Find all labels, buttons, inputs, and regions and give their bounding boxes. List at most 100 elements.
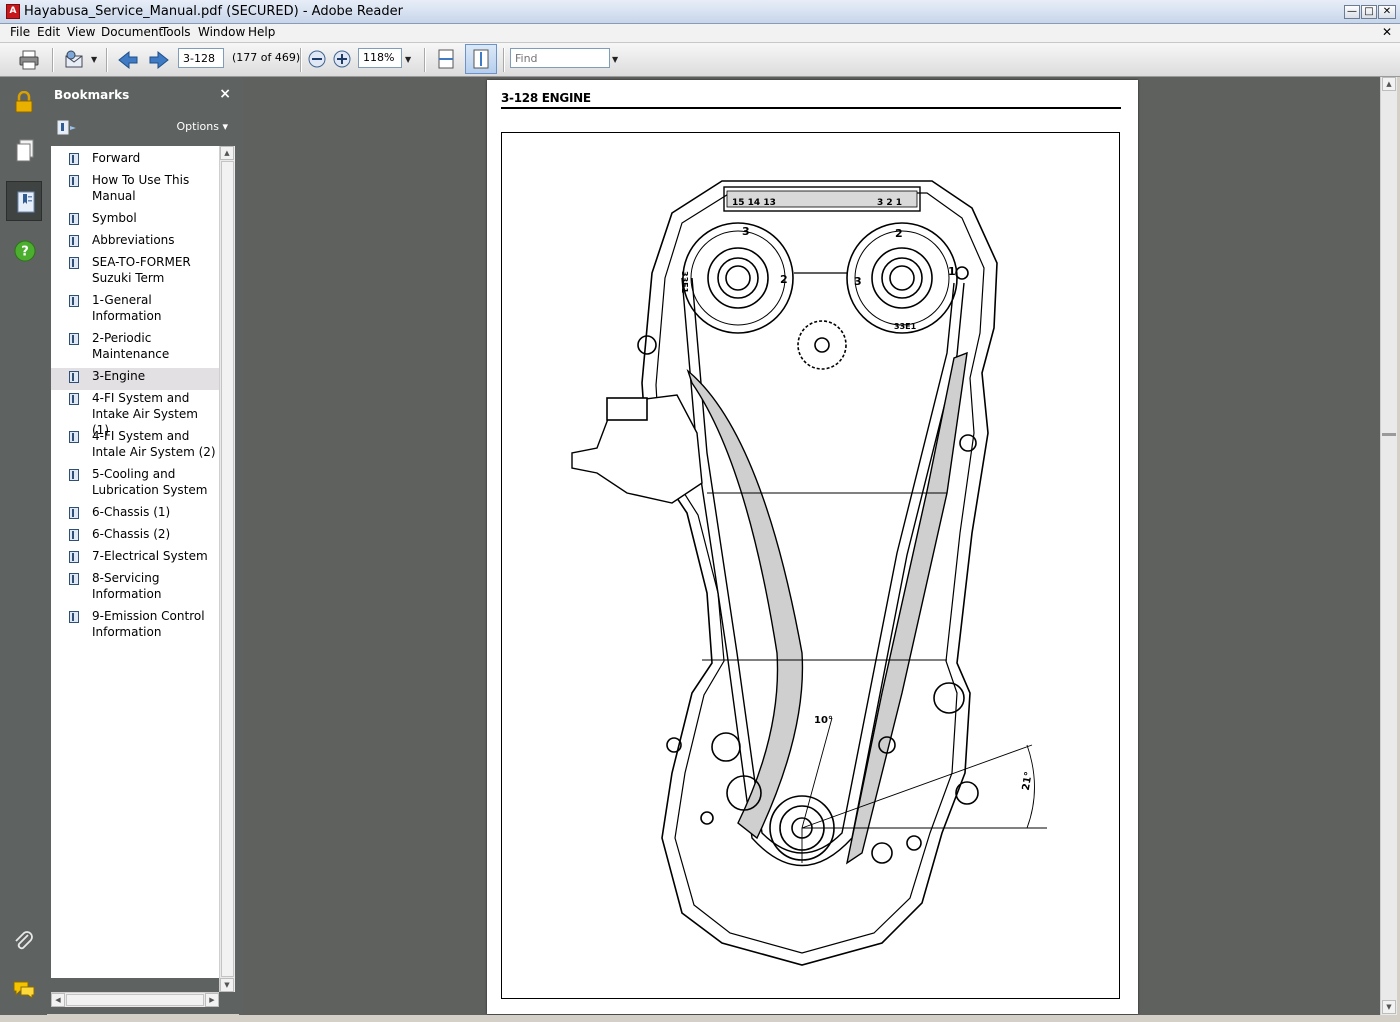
- arrow-right-icon[interactable]: [148, 49, 170, 71]
- expand-bookmark-icon[interactable]: [56, 119, 78, 137]
- chevron-down-icon[interactable]: ▼: [405, 55, 412, 64]
- bookmark-item[interactable]: 6-Chassis (2): [51, 526, 219, 548]
- diagram-label-left-cam-side: 2: [780, 273, 788, 286]
- bookmark-label: 6-Chassis (2): [92, 527, 171, 541]
- bookmark-item[interactable]: 1-General Information: [51, 292, 219, 330]
- diagram-label-angle-a: 10°: [814, 715, 833, 726]
- diagram-label-cam-left-mark: 33E1: [680, 271, 689, 294]
- bookmarks-horizontal-scrollbar[interactable]: ◀ ▶: [51, 992, 219, 1007]
- bookmark-item[interactable]: 4-FI System and Intale Air System (2): [51, 428, 219, 466]
- bookmark-icon: [69, 295, 79, 307]
- bookmark-item[interactable]: 9-Emission Control Information: [51, 608, 219, 646]
- scroll-left-button[interactable]: ◀: [51, 993, 65, 1007]
- menu-bar: File Edit View Document Tools Window Hel…: [0, 24, 1400, 43]
- printer-icon[interactable]: [18, 49, 40, 71]
- engine-timing-chain-diagram: 15 14 13 3 2 1 3 2 33E1 33E1 2 3 1 10° 2…: [571, 180, 1047, 966]
- document-vertical-scrollbar[interactable]: ▲ ▼: [1380, 77, 1397, 1015]
- header-rule: [501, 107, 1121, 109]
- scroll-thumb[interactable]: [66, 994, 204, 1006]
- menu-help[interactable]: Help: [248, 25, 276, 39]
- bookmark-label: SEA-TO-FORMER Suzuki Term: [92, 255, 191, 285]
- arrow-left-icon[interactable]: [117, 49, 139, 71]
- bookmark-icon: [69, 175, 79, 187]
- bookmark-item[interactable]: Symbol: [51, 210, 219, 232]
- scroll-up-button[interactable]: ▲: [1382, 77, 1396, 91]
- svg-text:?: ?: [21, 245, 29, 260]
- fit-page-icon: [473, 49, 489, 69]
- menu-edit[interactable]: Edit: [37, 25, 61, 39]
- bookmark-item[interactable]: 5-Cooling and Lubrication System: [51, 466, 219, 504]
- scroll-thumb[interactable]: [221, 161, 234, 977]
- document-view[interactable]: 3-128 ENGINE: [243, 77, 1380, 1015]
- toolbar-separator: [503, 48, 505, 72]
- scroll-right-button[interactable]: ▶: [205, 993, 219, 1007]
- fit-width-icon[interactable]: [435, 48, 457, 70]
- status-bar: [0, 1015, 1400, 1022]
- bookmark-item[interactable]: 3-Engine: [51, 368, 219, 390]
- comments-button[interactable]: [6, 970, 42, 1010]
- bookmark-label: 9-Emission Control Information: [92, 609, 205, 639]
- bookmark-item[interactable]: Forward: [51, 150, 219, 172]
- page-number-input[interactable]: [178, 48, 224, 68]
- bookmark-item[interactable]: 6-Chassis (1): [51, 504, 219, 526]
- bookmark-icon: [69, 235, 79, 247]
- bookmark-label: 3-Engine: [92, 369, 146, 383]
- fit-page-button[interactable]: [465, 44, 497, 74]
- lock-icon: [15, 91, 33, 113]
- bookmarks-icon: [17, 191, 35, 213]
- menu-file[interactable]: File: [10, 25, 31, 39]
- email-icon[interactable]: [63, 49, 85, 71]
- diagram-label-top-left: 15 14 13: [732, 198, 776, 208]
- scroll-down-button[interactable]: ▼: [1382, 1000, 1396, 1014]
- minimize-button[interactable]: —: [1344, 5, 1360, 19]
- bookmark-item[interactable]: How To Use This Manual: [51, 172, 219, 210]
- bookmark-item[interactable]: 2-Periodic Maintenance: [51, 330, 219, 368]
- close-window-button[interactable]: ✕: [1378, 5, 1396, 19]
- help-button[interactable]: ?: [6, 232, 42, 272]
- diagram-label-cam-left-arrow: 3: [742, 225, 750, 238]
- bookmark-icon: [69, 611, 79, 623]
- chevron-down-icon[interactable]: ▼: [612, 55, 619, 64]
- diagram-label-right-cam-side-a: 3: [854, 275, 862, 288]
- bookmarks-vertical-scrollbar[interactable]: ▲ ▼: [219, 146, 235, 992]
- bookmark-label: 7-Electrical System: [92, 549, 208, 563]
- bookmarks-button[interactable]: [6, 181, 42, 221]
- page-count: (177 of 469): [232, 51, 301, 64]
- bookmark-item[interactable]: 7-Electrical System: [51, 548, 219, 570]
- diagram-label-cam-right-mark: 33E1: [894, 322, 917, 331]
- close-panel-button[interactable]: ×: [219, 86, 231, 102]
- panel-splitter[interactable]: [239, 77, 243, 1022]
- bookmark-item[interactable]: 4-FI System and Intake Air System (1): [51, 390, 219, 437]
- chevron-down-icon[interactable]: ▼: [91, 55, 98, 64]
- security-button[interactable]: [6, 83, 42, 123]
- scroll-thumb[interactable]: [1382, 433, 1396, 436]
- attachments-button[interactable]: [6, 920, 42, 960]
- bookmark-item[interactable]: 8-Servicing Information: [51, 570, 219, 608]
- zoom-level-select[interactable]: 118%: [358, 48, 402, 68]
- bookmark-label: 1-General Information: [92, 293, 162, 323]
- adobe-reader-app-icon: A: [6, 4, 20, 19]
- menu-tools[interactable]: Tools: [161, 25, 191, 39]
- pdf-page: 3-128 ENGINE: [487, 80, 1138, 1014]
- bookmark-item[interactable]: Abbreviations: [51, 232, 219, 254]
- bookmark-label: 4-FI System and Intake Air System (1): [92, 391, 198, 437]
- bookmark-icon: [69, 551, 79, 563]
- scroll-up-button[interactable]: ▲: [220, 146, 234, 160]
- menu-window[interactable]: Window: [198, 25, 246, 39]
- options-menu[interactable]: Options ▾: [176, 120, 228, 133]
- zoom-out-icon[interactable]: [306, 48, 328, 70]
- bookmark-item[interactable]: SEA-TO-FORMER Suzuki Term: [51, 254, 219, 292]
- toolbar-separator: [106, 48, 108, 72]
- maximize-button[interactable]: □: [1361, 5, 1377, 19]
- menu-view[interactable]: View: [67, 25, 96, 39]
- find-input[interactable]: [510, 48, 610, 68]
- menu-document[interactable]: Document: [101, 25, 164, 39]
- pages-button[interactable]: [6, 131, 42, 171]
- close-document-button[interactable]: ✕: [1381, 25, 1392, 39]
- bookmark-label: Forward: [92, 151, 141, 165]
- bookmark-icon: [69, 529, 79, 541]
- zoom-in-icon[interactable]: [331, 48, 353, 70]
- bookmark-label: 2-Periodic Maintenance: [92, 331, 170, 361]
- scroll-down-button[interactable]: ▼: [220, 978, 234, 992]
